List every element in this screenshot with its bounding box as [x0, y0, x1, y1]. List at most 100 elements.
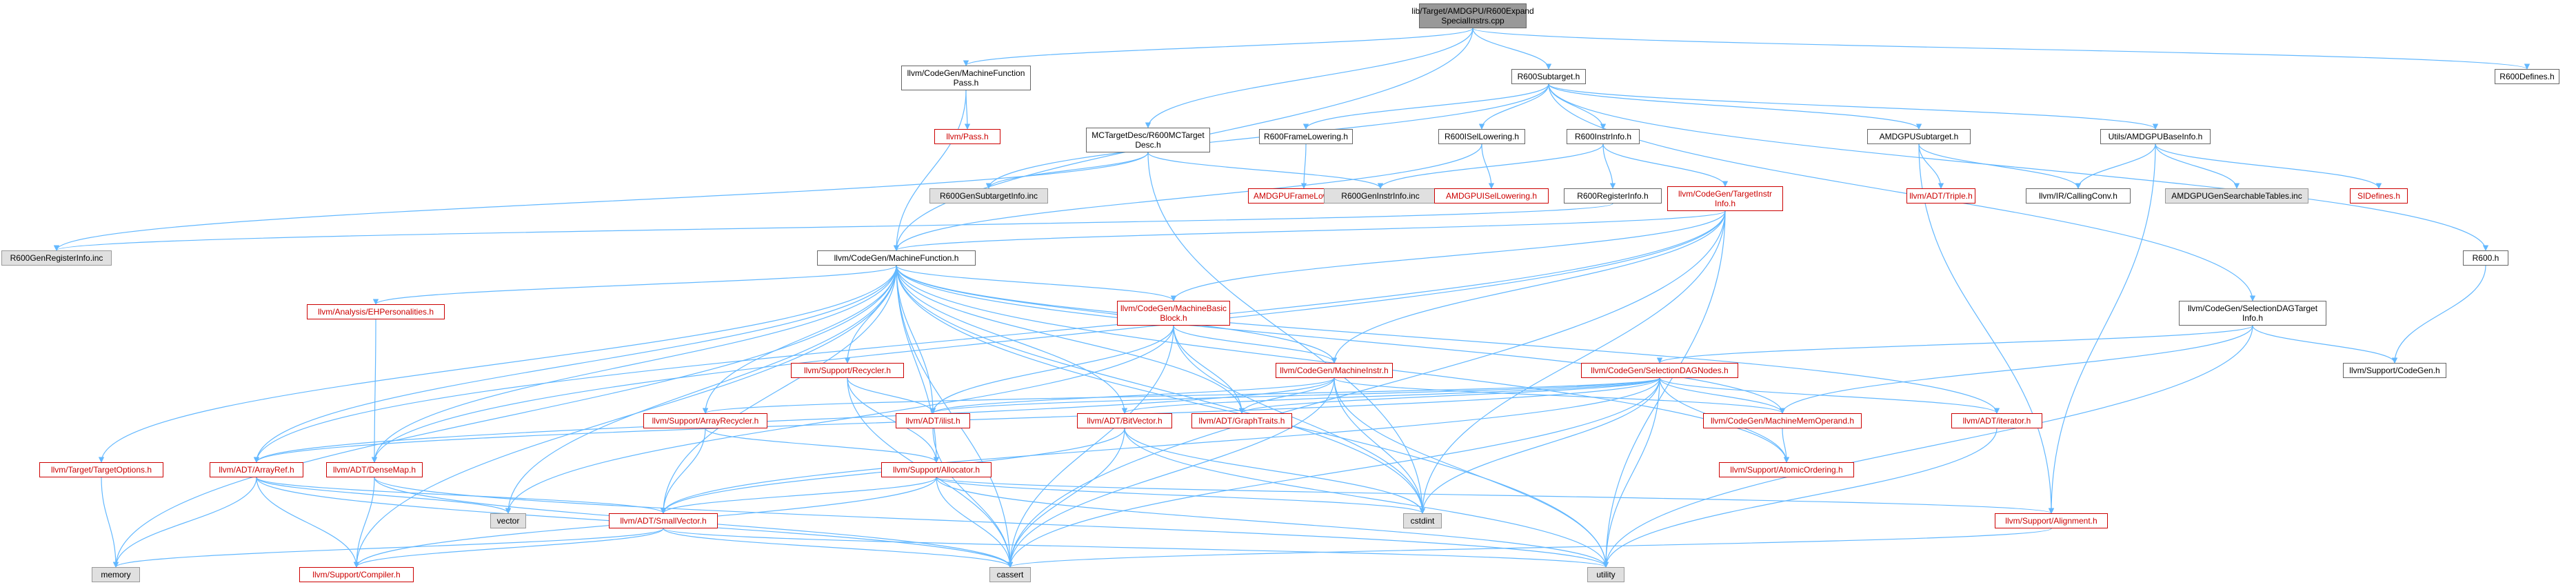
graph-node-compiler[interactable]: llvm/Support/Compiler.h	[299, 567, 414, 582]
graph-node-targetopts[interactable]: llvm/Target/TargetOptions.h	[39, 462, 163, 477]
graph-node-recycler[interactable]: llvm/Support/Recycler.h	[791, 363, 904, 378]
edge-recycler-to-allocator	[847, 377, 940, 463]
graph-node-ilist[interactable]: llvm/ADT/ilist.h	[896, 413, 970, 428]
graph-node-utility[interactable]: utility	[1587, 567, 1624, 582]
edge-arrrecycler-to-smallvec	[660, 428, 706, 514]
graph-node-graphtraits[interactable]: llvm/ADT/GraphTraits.h	[1191, 413, 1292, 428]
graph-node-memory[interactable]: memory	[92, 567, 140, 582]
graph-node-atomic[interactable]: llvm/Support/AtomicOrdering.h	[1719, 462, 1854, 477]
graph-node-isellow[interactable]: R600ISelLowering.h	[1438, 129, 1525, 144]
graph-node-ehpers[interactable]: llvm/Analysis/EHPersonalities.h	[307, 304, 445, 319]
graph-node-triple[interactable]: llvm/ADT/Triple.h	[1906, 188, 1975, 204]
graph-node-root: lib/Target/AMDGPU/R600Expand SpecialInst…	[1411, 3, 1534, 28]
graph-node-alignment[interactable]: llvm/Support/Alignment.h	[1995, 513, 2108, 528]
edge-mf-to-bitvector	[896, 265, 1128, 414]
edge-sdnodes-to-iterator	[1659, 377, 2000, 414]
graph-node-bitvector[interactable]: llvm/ADT/BitVector.h	[1077, 413, 1172, 428]
edge-sdnodes-to-cassert	[1007, 377, 1660, 568]
graph-node-sdnodes[interactable]: llvm/CodeGen/SelectionDAGNodes.h	[1581, 363, 1738, 378]
graph-node-geninstr[interactable]: R600GenInstrInfo.inc	[1324, 188, 1437, 204]
graph-node-minstr[interactable]: llvm/CodeGen/MachineInstr.h	[1276, 363, 1393, 378]
graph-node-baseinfo[interactable]: Utils/AMDGPUBaseInfo.h	[2100, 129, 2211, 144]
edge-mf-to-arrrecycler	[702, 265, 897, 414]
edge-mf-to-memory	[112, 265, 897, 568]
edge-mbb-to-ilist	[929, 325, 1174, 414]
graph-node-codegen[interactable]: llvm/Support/CodeGen.h	[2343, 363, 2446, 378]
graph-node-mf[interactable]: llvm/CodeGen/MachineFunction.h	[817, 250, 976, 266]
edge-arrayref-to-compiler	[256, 477, 360, 568]
edge-sdnodes-to-arrrecycler	[703, 377, 1660, 414]
edge-instrinfo-to-reginfo	[1602, 143, 1616, 189]
edge-mbb-to-minstr	[1173, 325, 1338, 364]
edge-mf-to-smallvec	[660, 265, 897, 514]
edge-mf-to-vector	[505, 265, 897, 514]
edge-mf-to-densemap	[371, 265, 897, 463]
graph-node-targetinstr[interactable]: llvm/CodeGen/TargetInstr Info.h	[1667, 186, 1783, 211]
edge-targetinstr-to-cassert	[1007, 210, 1726, 568]
graph-node-reginfo[interactable]: R600RegisterInfo.h	[1564, 188, 1662, 204]
graph-node-smallvec[interactable]: llvm/ADT/SmallVector.h	[609, 513, 718, 528]
graph-node-genreg[interactable]: R600GenRegisterInfo.inc	[1, 250, 112, 266]
edge-mbb-to-cstdint	[1173, 325, 1426, 514]
graph-node-callingconv[interactable]: llvm/IR/CallingConv.h	[2026, 188, 2131, 204]
edge-baseinfo-to-alignment	[2048, 143, 2156, 514]
edge-mf-to-compiler	[353, 265, 897, 568]
graph-node-allocator[interactable]: llvm/Support/Allocator.h	[881, 462, 992, 477]
graph-node-mbb[interactable]: llvm/CodeGen/MachineBasic Block.h	[1117, 301, 1230, 326]
edge-allocator-to-cassert	[936, 477, 1014, 568]
edge-mf-to-mbb	[896, 265, 1177, 301]
edge-amdgpusub-to-triple	[1918, 143, 1944, 189]
edge-allocator-to-cstdint	[936, 477, 1425, 514]
graph-node-cassert[interactable]: cassert	[989, 567, 1031, 582]
edge-instrinfo-to-targetinstr	[1602, 143, 1729, 187]
graph-node-searchable[interactable]: AMDGPUGenSearchableTables.inc	[2165, 188, 2308, 204]
edge-root-to-mctarget	[1145, 28, 1473, 128]
graph-node-seldag[interactable]: llvm/CodeGen/SelectionDAGTarget Info.h	[2179, 301, 2326, 326]
graph-node-subtarget[interactable]: R600Subtarget.h	[1511, 69, 1586, 84]
edge-targetinstr-to-minstr	[1331, 210, 1726, 364]
edge-mctarget-to-geninstr	[1147, 152, 1384, 189]
edge-allocator-to-utility	[936, 477, 1609, 568]
graph-node-cstdint[interactable]: cstdint	[1403, 513, 1442, 528]
edge-targetopts-to-memory	[101, 477, 119, 568]
edge-amdgpusub-to-alignment	[1918, 143, 2055, 514]
graph-node-mfpass[interactable]: llvm/CodeGen/MachineFunction Pass.h	[901, 66, 1031, 90]
edge-seldag-to-codegen	[2252, 325, 2398, 364]
edge-baseinfo-to-callingconv	[2075, 143, 2156, 189]
graph-node-instrinfo[interactable]: R600InstrInfo.h	[1567, 129, 1640, 144]
edge-seldag-to-sdnodes	[1657, 325, 2253, 364]
edge-densemap-to-utility	[374, 477, 1609, 568]
edge-smallvec-to-utility	[663, 528, 1609, 568]
edge-sdnodes-to-utility	[1602, 377, 1660, 568]
edge-allocator-to-alignment	[936, 477, 2054, 514]
graph-node-framelow[interactable]: R600FrameLowering.h	[1259, 129, 1353, 144]
edge-bitvector-to-cstdint	[1124, 428, 1426, 514]
edge-mf-to-graphtraits	[896, 265, 1245, 414]
edge-sdnodes-to-mmo	[1659, 377, 1786, 414]
graph-node-arrayref[interactable]: llvm/ADT/ArrayRef.h	[210, 462, 303, 477]
graph-node-r600h[interactable]: R600.h	[2463, 250, 2508, 266]
edge-isellow-to-amdgpuisel	[1481, 143, 1495, 189]
graph-node-iterator[interactable]: llvm/ADT/iterator.h	[1951, 413, 2042, 428]
edge-root-to-subtarget	[1472, 28, 1552, 70]
edge-minstr-to-cstdint	[1334, 377, 1426, 514]
graph-node-sidefines[interactable]: SIDefines.h	[2350, 188, 2408, 204]
graph-node-vector[interactable]: vector	[490, 513, 526, 528]
graph-node-defines[interactable]: R600Defines.h	[2495, 69, 2559, 84]
edge-subtarget-to-isellow	[1478, 83, 1549, 130]
graph-node-gensub[interactable]: R600GenSubtargetInfo.inc	[929, 188, 1048, 204]
graph-node-mctarget[interactable]: MCTargetDesc/R600MCTarget Desc.h	[1086, 128, 1210, 152]
edge-subtarget-to-r600h	[1548, 83, 2489, 251]
edge-subtarget-to-amdgpusub	[1548, 83, 1922, 130]
graph-node-amdgpuisel[interactable]: AMDGPUISelLowering.h	[1434, 188, 1549, 204]
graph-node-pass[interactable]: llvm/Pass.h	[934, 129, 1000, 144]
edge-mmo-to-atomic	[1782, 428, 1790, 463]
edge-arrayref-to-smallvec	[256, 477, 667, 514]
graph-node-amdgpusub[interactable]: AMDGPUSubtarget.h	[1867, 129, 1971, 144]
graph-node-mmo[interactable]: llvm/CodeGen/MachineMemOperand.h	[1703, 413, 1862, 428]
edge-baseinfo-to-searchable	[2155, 143, 2240, 189]
graph-node-densemap[interactable]: llvm/ADT/DenseMap.h	[326, 462, 423, 477]
graph-node-arrrecycler[interactable]: llvm/Support/ArrayRecycler.h	[643, 413, 767, 428]
edge-amdgpusub-to-callingconv	[1918, 143, 2082, 189]
edge-mbb-to-vector	[505, 325, 1174, 514]
